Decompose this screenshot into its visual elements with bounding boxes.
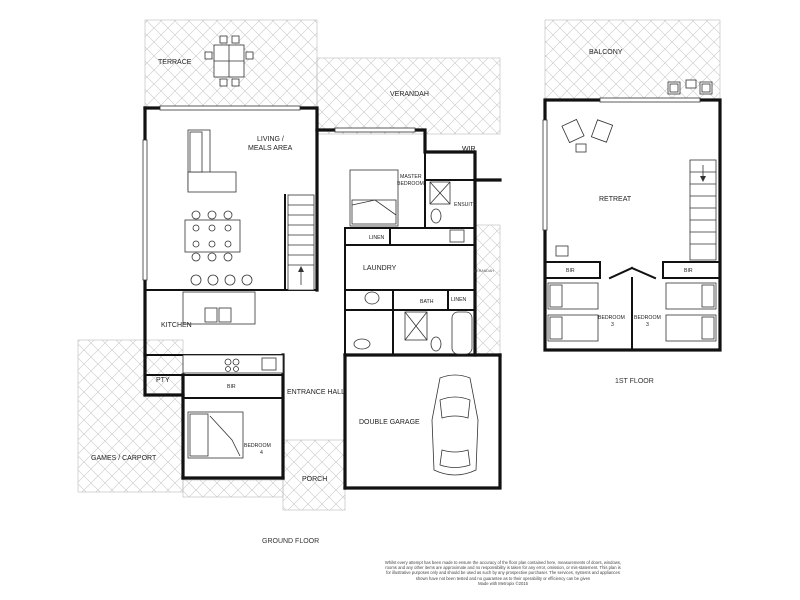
bedroom4-bed bbox=[187, 411, 244, 459]
label-wir: WIR bbox=[462, 146, 476, 153]
disclaimer-text: Whilst every attempt has been made to en… bbox=[384, 560, 622, 581]
kitchen-bench bbox=[182, 291, 284, 374]
first-floor-title: 1ST FLOOR bbox=[615, 378, 654, 385]
label-pty: PTY bbox=[156, 377, 170, 384]
label-linen-1: LINEN bbox=[369, 235, 385, 241]
bedroom3-right-beds bbox=[665, 282, 717, 342]
games-carport-area bbox=[77, 339, 184, 493]
verandah-side-area bbox=[474, 224, 501, 356]
label-verandah: VERANDAH bbox=[390, 91, 429, 98]
retreat-chairs bbox=[561, 118, 614, 153]
label-master-2: BEDROOM bbox=[397, 181, 424, 187]
ground-floor-walls bbox=[143, 106, 502, 490]
label-balcony: BALCONY bbox=[589, 49, 623, 56]
balcony-chairs bbox=[667, 79, 713, 95]
master-bed bbox=[349, 169, 399, 227]
first-windows bbox=[542, 97, 701, 231]
bedroom3-left-beds bbox=[547, 245, 599, 342]
garage-car bbox=[431, 374, 479, 476]
label-bedroom3b-2: 3 bbox=[646, 322, 649, 328]
laundry-fixtures bbox=[353, 291, 473, 355]
label-bedroom3a-2: 3 bbox=[611, 322, 614, 328]
label-retreat: RETREAT bbox=[599, 196, 632, 203]
ensuite-fixtures bbox=[429, 181, 465, 243]
label-bedroom4-1: BEDROOM bbox=[244, 443, 271, 449]
credit-text: Made with Metropix ©2015 bbox=[478, 580, 528, 586]
label-living-2: MEALS AREA bbox=[248, 145, 293, 152]
label-kitchen: KITCHEN bbox=[161, 322, 192, 329]
verandah-area bbox=[316, 57, 501, 135]
terrace-table bbox=[204, 35, 254, 87]
label-porch: PORCH bbox=[302, 476, 327, 483]
label-verandah-small: VERANDAH bbox=[474, 269, 494, 273]
label-ensuite: ENSUITE bbox=[454, 202, 477, 208]
living-sofa bbox=[187, 129, 237, 193]
ground-windows bbox=[142, 105, 416, 281]
label-bir-ground: BIR bbox=[227, 384, 236, 390]
label-entrance-hall: ENTRANCE HALL bbox=[287, 389, 345, 396]
label-bath: BATH bbox=[420, 299, 434, 305]
label-double-garage: DOUBLE GARAGE bbox=[359, 419, 420, 426]
label-bedroom3b-1: BEDROOM bbox=[634, 315, 661, 321]
ground-floor-title: GROUND FLOOR bbox=[262, 538, 319, 545]
porch-area bbox=[282, 439, 346, 511]
label-master-1: MASTER bbox=[400, 174, 422, 180]
first-stairs bbox=[689, 159, 717, 261]
disclaimer-block: Whilst every attempt has been made to en… bbox=[383, 560, 623, 586]
ground-stairs bbox=[287, 194, 315, 291]
label-bir-right: BIR bbox=[684, 268, 693, 274]
label-bedroom4-2: 4 bbox=[260, 450, 263, 456]
label-laundry: LAUNDRY bbox=[363, 265, 397, 272]
label-linen-2: LINEN bbox=[451, 297, 467, 303]
label-bedroom3a-1: BEDROOM bbox=[598, 315, 625, 321]
label-games-carport: GAMES / CARPORT bbox=[91, 455, 157, 462]
label-terrace: TERRACE bbox=[158, 59, 192, 66]
label-living-1: LIVING / bbox=[257, 136, 284, 143]
label-bir-left: BIR bbox=[566, 268, 575, 274]
dining-table bbox=[184, 210, 241, 262]
bar-stools bbox=[190, 274, 253, 286]
front-bedroom-step-area bbox=[182, 479, 284, 498]
